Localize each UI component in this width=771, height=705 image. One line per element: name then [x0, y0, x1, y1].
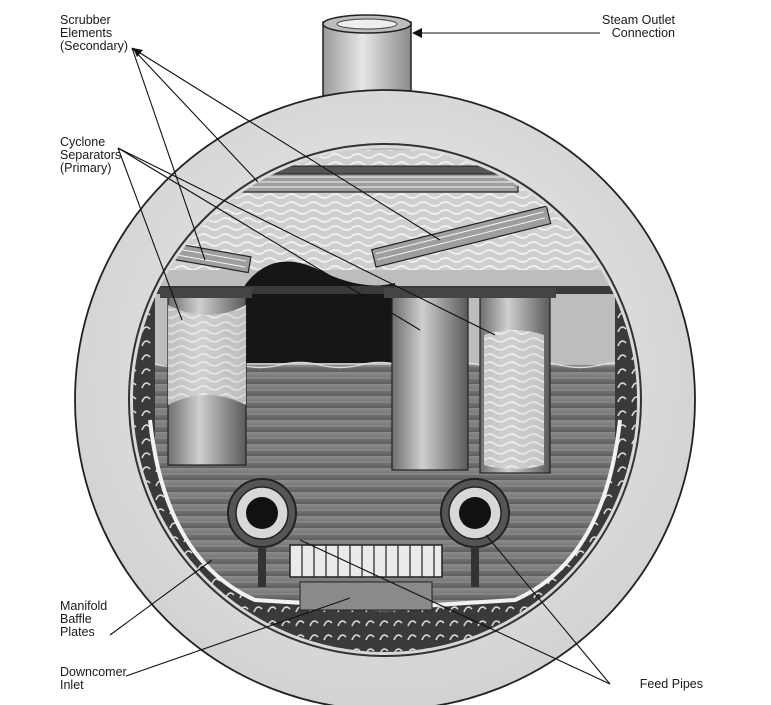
label-cyclone-separators: Cyclone Separators (Primary)	[60, 135, 122, 175]
downcomer-annulus	[133, 290, 637, 652]
label-steam-outlet: Steam Outlet Connection	[602, 13, 675, 40]
label-feed-pipes: Feed Pipes	[639, 677, 703, 691]
label-manifold-baffle-plates: Manifold Baffle Plates	[60, 599, 108, 639]
downcomer-inlet	[289, 544, 443, 611]
label-scrubber-elements: Scrubber Elements (Secondary)	[60, 13, 129, 53]
feed-pipes	[227, 478, 510, 587]
cyclone-separators	[160, 288, 556, 474]
leader-lines	[109, 32, 611, 685]
label-downcomer-inlet: Downcomer Inlet	[60, 665, 127, 692]
arrowheads	[133, 28, 422, 57]
